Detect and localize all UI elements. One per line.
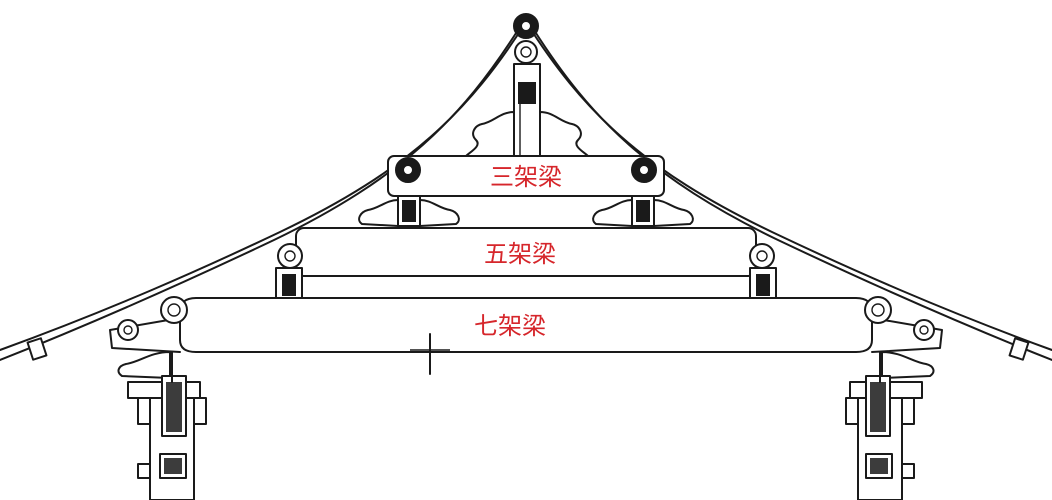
left-column: [127, 351, 207, 500]
three-rafter-beam: 三架梁: [387, 155, 665, 197]
right-column: [845, 351, 923, 500]
eave-purlins: [117, 296, 935, 341]
left-rafter: [0, 21, 527, 361]
beam-label-7: 七架梁: [474, 312, 546, 340]
beam-label-3: 三架梁: [490, 163, 562, 191]
lower-brackets: [117, 351, 935, 379]
right-rafter: [525, 21, 1052, 361]
seven-rafter-beam: 七架梁: [109, 297, 943, 375]
upper-purlins: [395, 157, 657, 183]
beam-label-5: 五架梁: [484, 240, 556, 268]
upper-struts: [358, 195, 694, 227]
ridge-brackets: [465, 111, 589, 157]
king-post: [513, 63, 541, 157]
five-rafter-beam: 五架梁: [295, 227, 757, 277]
ridge-purlin: [513, 13, 539, 64]
